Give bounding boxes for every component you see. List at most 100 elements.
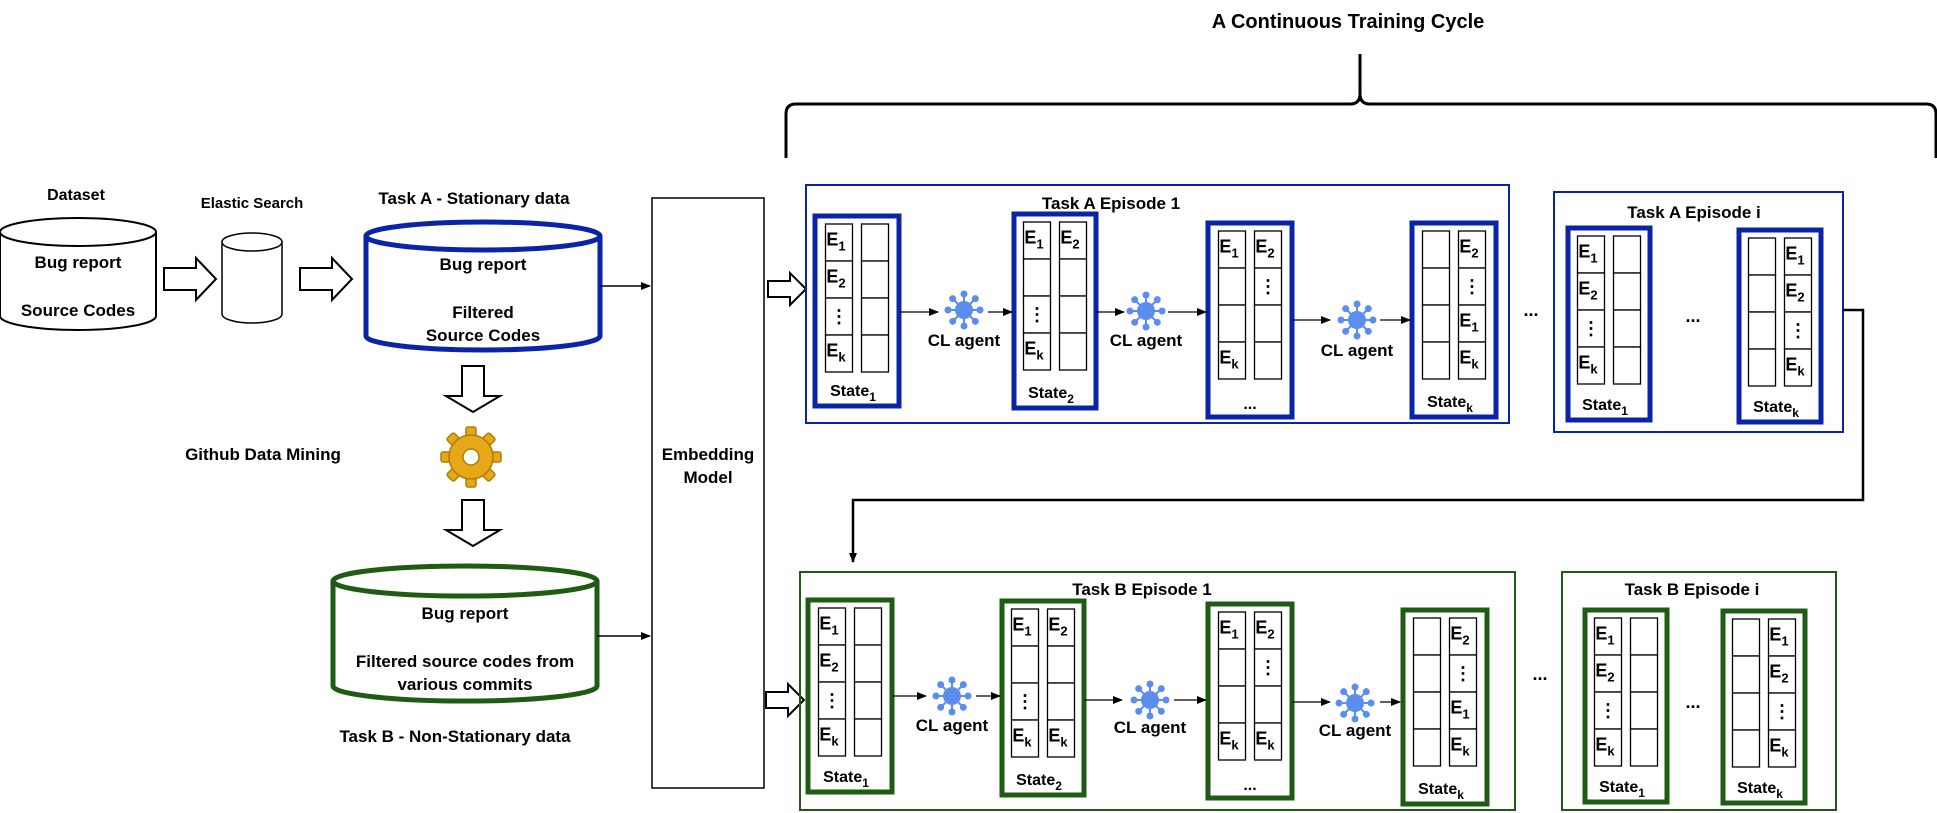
memory-cell — [1767, 729, 1797, 768]
ellipsis-a-between: ... — [1523, 300, 1538, 320]
vdots-label: ⋮ — [830, 307, 848, 327]
cl-agent-a2: CL agent — [1110, 291, 1183, 350]
ellipsis-b-between: ... — [1532, 664, 1547, 684]
memory-cell — [1253, 230, 1283, 269]
memory-cell — [1412, 691, 1442, 730]
cl-agent-b2: CL agent — [1114, 680, 1187, 737]
vdots-label: ⋮ — [1773, 702, 1791, 722]
embedding-model-box — [651, 197, 765, 789]
memory-cell — [1253, 685, 1283, 724]
memory-cell — [853, 718, 883, 757]
state-label: Statek — [1427, 394, 1473, 415]
memory-cell — [1217, 267, 1247, 306]
memory-cell — [1783, 348, 1813, 387]
memory-cell — [824, 297, 854, 336]
vdots-label: ⋮ — [1789, 321, 1807, 341]
diagram-title: A Continuous Training Cycle — [1212, 11, 1485, 33]
state-label: State2 — [1028, 385, 1074, 406]
task-a-episode-i-title: Task A Episode i — [1627, 203, 1761, 222]
memory-cell — [1747, 348, 1777, 387]
memory-cell — [817, 644, 847, 683]
memory-cell — [1058, 221, 1088, 260]
memory-cell — [824, 334, 854, 373]
task-b-episode-1-frame — [799, 571, 1516, 811]
task-a-db-line2: Filtered — [452, 303, 513, 322]
memory-cell — [1022, 295, 1052, 334]
memory-cell — [1217, 611, 1247, 650]
vdots-label: ⋮ — [1582, 319, 1600, 339]
gear-icon — [440, 426, 502, 488]
embedding-line2: Model — [683, 468, 732, 487]
memory-cell — [1217, 341, 1247, 380]
memory-cell — [1022, 258, 1052, 297]
memory-cell — [1421, 230, 1451, 269]
memory-cell — [1612, 346, 1642, 385]
arrow-taska-to-mining — [442, 365, 504, 414]
cl-agent-a1: CL agent — [928, 290, 1001, 350]
task-a-episode-1-title: Task A Episode 1 — [1042, 194, 1180, 213]
cl-agent-label: CL agent — [1114, 718, 1187, 737]
memory-cell — [1612, 272, 1642, 311]
memory-cell — [1058, 295, 1088, 334]
elastic-label: Elastic Search — [201, 195, 304, 212]
memory-cell — [1747, 274, 1777, 313]
memory-cell — [1046, 682, 1076, 721]
memory-cell — [1253, 341, 1283, 380]
arrow-embedding-to-task-b — [765, 681, 806, 719]
memory-cell — [1593, 617, 1623, 656]
memory-cell — [817, 718, 847, 757]
ellipsis-a-inner: ... — [1685, 306, 1700, 326]
memory-cell — [1448, 654, 1478, 693]
memory-cell — [1412, 654, 1442, 693]
elastic-cylinder — [221, 232, 283, 324]
arrow-task-a-to-task-b — [849, 308, 1865, 563]
task-b-db-line3: various commits — [397, 675, 532, 694]
memory-cell — [1767, 618, 1797, 657]
memory-cell — [1058, 332, 1088, 371]
dataset-cylinder — [0, 217, 157, 331]
memory-cell — [1783, 311, 1813, 350]
task-a-episode-1-frame — [805, 184, 1510, 424]
task-a-data-label: Task A - Stationary data — [378, 189, 570, 208]
memory-cell — [1629, 617, 1659, 656]
cl-agent-label: CL agent — [1110, 331, 1183, 350]
ellipsis-label: ... — [1243, 777, 1256, 794]
task-a-cylinder — [363, 219, 603, 353]
memory-cell — [1412, 728, 1442, 767]
memory-cell — [1421, 341, 1451, 380]
memory-cell — [1747, 237, 1777, 276]
task-a-db-line1: Bug report — [440, 255, 527, 274]
memory-cell — [1629, 654, 1659, 693]
memory-cell — [1767, 655, 1797, 694]
state-label: State1 — [1582, 397, 1628, 418]
task-b-data-label: Task B - Non-Stationary data — [339, 727, 571, 746]
memory-cell — [1253, 304, 1283, 343]
memory-cell — [1253, 722, 1283, 761]
memory-cell — [1046, 645, 1076, 684]
memory-cell — [1448, 691, 1478, 730]
memory-cell — [860, 334, 890, 373]
memory-cell — [1731, 618, 1761, 657]
memory-cell — [860, 260, 890, 299]
cl-agent-b3: CL agent — [1319, 683, 1392, 740]
state-label: State1 — [830, 383, 876, 404]
memory-cell — [1046, 719, 1076, 758]
cycle-brace — [784, 54, 1937, 158]
memory-cell — [1783, 274, 1813, 313]
ellipsis-label: ... — [1243, 396, 1256, 413]
vdots-label: ⋮ — [1259, 277, 1277, 297]
memory-cell — [1022, 332, 1052, 371]
memory-cell — [1731, 655, 1761, 694]
memory-cell — [1629, 728, 1659, 767]
state-label: State1 — [1599, 779, 1645, 800]
task-b-db-line2: Filtered source codes from — [356, 652, 574, 671]
task-a-episode-i-frame — [1553, 191, 1844, 433]
task-b-episode-1-title: Task B Episode 1 — [1072, 580, 1212, 599]
